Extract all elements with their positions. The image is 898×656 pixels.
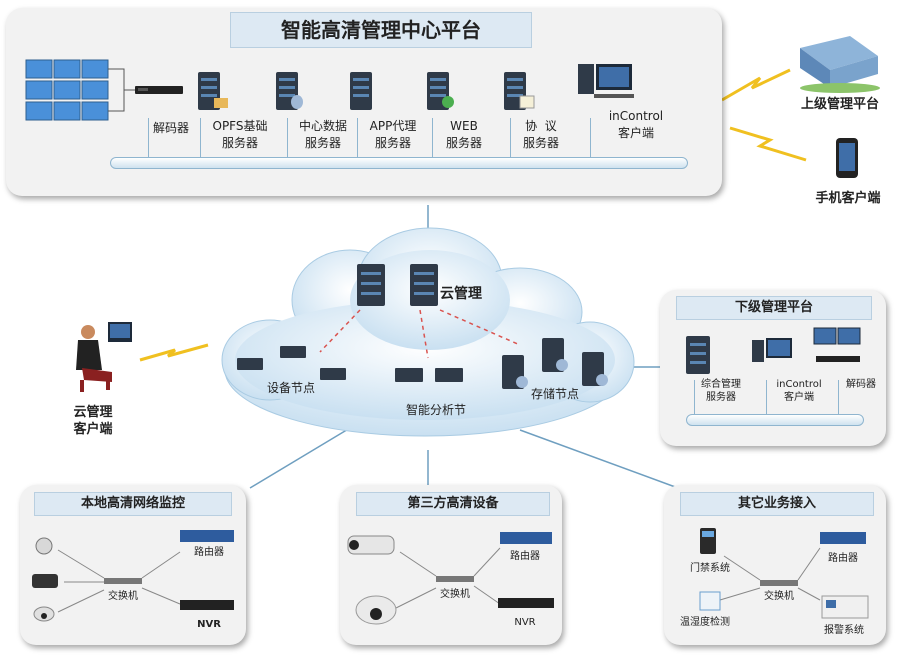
third-router-label: 路由器 — [510, 551, 540, 562]
lower-separator — [694, 380, 695, 414]
top-item-decoder: 解码器 — [146, 120, 196, 137]
other-switch-label: 交换机 — [764, 591, 794, 602]
top-item-incontrol: inControl 客户端 — [596, 108, 676, 142]
lower-bus — [686, 414, 864, 426]
cloud-client-label: 云管理 客户端 — [58, 404, 128, 438]
top-item-protocol-line2: 服务器 — [522, 136, 559, 150]
access-control-label: 门禁系统 — [690, 563, 730, 574]
cloud-client-line2: 客户端 — [73, 422, 113, 437]
lower-item-server-line2: 服务器 — [706, 392, 736, 403]
other-router-label: 路由器 — [828, 553, 858, 564]
top-item-data-line2: 服务器 — [304, 136, 341, 150]
top-item-incontrol-line1: inControl — [608, 109, 664, 123]
top-separator — [200, 118, 201, 158]
local-monitor-title: 本地高清网络监控 — [34, 492, 232, 516]
device-node-label: 设备节点 — [266, 381, 315, 395]
third-nvr-label: NVR — [514, 617, 536, 628]
third-switch-label: 交换机 — [440, 589, 470, 600]
local-nvr-label: NVR — [197, 619, 221, 630]
lower-item-server: 综合管理 服务器 — [686, 378, 756, 404]
lower-separator — [838, 380, 839, 414]
alarm-system-label: 报警系统 — [824, 625, 864, 636]
top-item-opfs-line2: 服务器 — [221, 136, 258, 150]
mobile-client-label: 手机客户端 — [815, 191, 881, 206]
third-party-title: 第三方高清设备 — [356, 492, 550, 516]
lower-platform-title: 下级管理平台 — [676, 296, 872, 320]
top-separator — [590, 118, 591, 158]
top-separator — [357, 118, 358, 158]
top-item-protocol-line1: 协 议 — [525, 119, 557, 133]
temp-humidity-label: 温湿度检测 — [680, 617, 730, 628]
top-item-opfs: OPFS基础 服务器 — [198, 118, 282, 152]
top-item-web-line2: 服务器 — [445, 136, 482, 150]
top-panel-title: 智能高清管理中心平台 — [230, 12, 532, 48]
top-item-app-line1: APP代理 — [369, 119, 417, 133]
local-router-label: 路由器 — [194, 547, 224, 558]
lower-item-incontrol-line1: inControl — [776, 379, 822, 390]
top-separator — [432, 118, 433, 158]
top-item-protocol: 协 议 服务器 — [506, 118, 576, 152]
top-item-opfs-line1: OPFS基础 — [212, 119, 268, 133]
upper-platform-label: 上级管理平台 — [800, 97, 879, 112]
top-separator — [148, 118, 149, 158]
other-business-title: 其它业务接入 — [680, 492, 874, 516]
local-switch-label: 交换机 — [108, 591, 138, 602]
top-separator — [510, 118, 511, 158]
lower-item-decoder: 解码器 — [846, 379, 876, 390]
lower-item-incontrol: inControl 客户端 — [764, 378, 834, 404]
cloud-client-line1: 云管理 — [73, 405, 113, 420]
lower-item-server-line1: 综合管理 — [701, 379, 741, 390]
top-separator — [287, 118, 288, 158]
top-item-web: WEB 服务器 — [434, 118, 494, 152]
cloud-title: 云管理 — [440, 286, 482, 302]
top-item-data-line1: 中心数据 — [298, 119, 347, 133]
analysis-node-label: 智能分析节 — [405, 403, 466, 417]
top-item-decoder-label: 解码器 — [152, 121, 189, 135]
top-item-app-line2: 服务器 — [374, 136, 411, 150]
top-item-data: 中心数据 服务器 — [288, 118, 358, 152]
lower-item-incontrol-line2: 客户端 — [784, 392, 814, 403]
lower-separator — [766, 380, 767, 414]
top-item-app: APP代理 服务器 — [358, 118, 428, 152]
storage-node-label: 存储节点 — [530, 387, 579, 401]
top-item-incontrol-line2: 客户端 — [617, 126, 654, 140]
top-bus — [110, 157, 688, 169]
top-item-web-line1: WEB — [450, 119, 478, 133]
